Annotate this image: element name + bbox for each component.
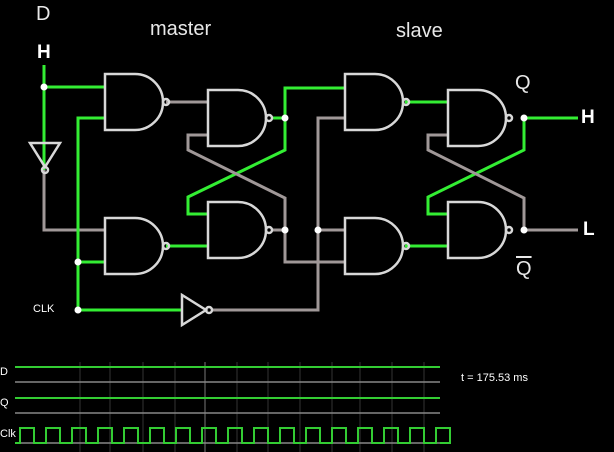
qbar-output-label: Q [516,258,532,280]
nand-gate-master-input-2[interactable] [103,216,171,276]
nand-gate-slave-latch-2[interactable] [446,200,514,260]
inversion-bubble [204,305,214,315]
qbar-logic-output: L [583,219,595,240]
nand-gate-master-latch-1[interactable] [206,88,274,148]
nand-gate-slave-input-2[interactable] [343,216,411,276]
junction-node [74,306,82,314]
inversion-bubble [264,113,274,123]
junction-node [281,114,289,122]
wire-master-qbar-to-slave [283,230,345,264]
junction-node [520,226,528,234]
nand-body [206,88,268,148]
wire-clk-to-nand1 [76,116,105,310]
nand-gate-slave-latch-1[interactable] [446,88,514,148]
inverter-d[interactable] [27,141,63,175]
inversion-bubble [401,241,411,251]
junction-node [281,226,289,234]
nand-gate-slave-input-1[interactable] [343,72,411,132]
nand-gate-master-latch-2[interactable] [206,200,274,260]
nand-body [343,216,405,276]
wire-notd-to-nand2 [42,170,105,232]
nand-body [103,216,165,276]
q-logic-output: H [581,107,595,128]
scope-trace-label-q: Q [0,397,9,409]
inversion-bubble [161,97,171,107]
nand-body [446,200,508,260]
inverter-body [180,292,209,328]
wire-notclk [212,230,320,312]
wire-master-qbar-feedback [186,133,287,230]
inversion-bubble [264,225,274,235]
inversion-bubble [401,97,411,107]
junction-node [314,226,322,234]
master-label: master [150,18,212,40]
inversion-bubble [504,225,514,235]
junction-node [40,83,48,91]
inversion-bubble [161,241,171,251]
nand-body [446,88,508,148]
inversion-bubble [40,165,50,175]
scope-trace-clk [15,427,451,444]
junction-node [520,114,528,122]
wire-q-feedback [426,118,526,216]
wire-master-q-feedback [186,118,287,216]
wire-notclk-to-slave1 [316,116,345,230]
scope-trace-label-d: D [0,366,8,378]
nand-body [103,72,165,132]
slave-label: slave [396,20,443,42]
inverter-clk[interactable] [180,292,214,328]
scope-time-readout: t = 175.53 ms [461,372,528,384]
inversion-bubble [504,113,514,123]
junction-node [74,258,82,266]
nand-gate-master-input-1[interactable] [103,72,171,132]
clk-input-label[interactable]: CLK [33,303,55,315]
nand-body [206,200,268,260]
d-logic-input[interactable]: H [37,42,51,63]
d-input-label: D [36,3,51,25]
wire-master-q-to-slave [283,86,345,118]
nand-body [343,72,405,132]
wire-qbar-feedback [426,133,526,230]
q-output-label: Q [515,72,531,94]
inverter-body [27,141,63,170]
scope-trace-label-clk: Clk [0,428,16,440]
